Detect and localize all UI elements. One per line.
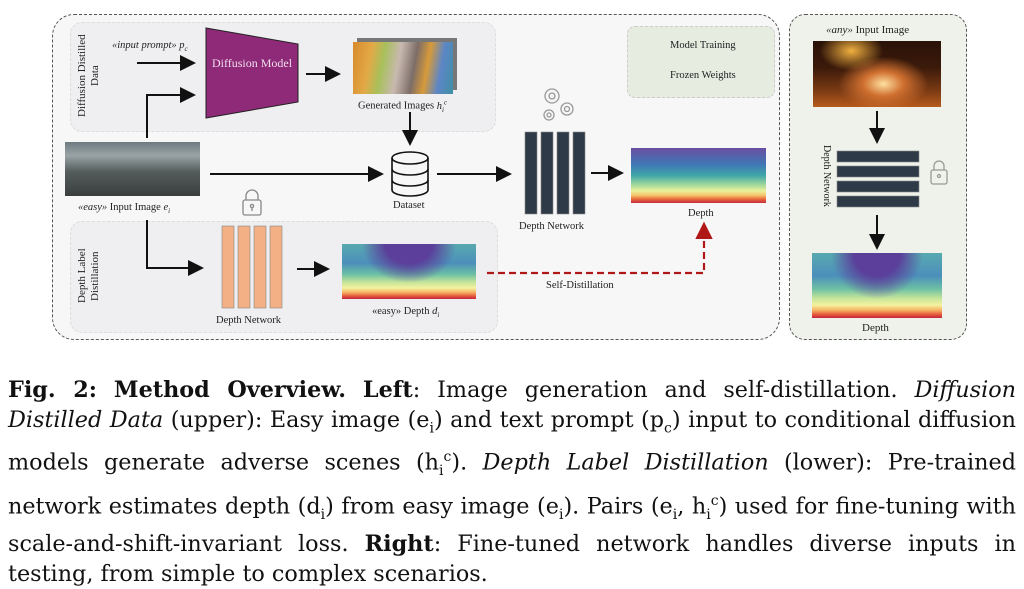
caption-text: (lower): Pre-trained network estimates d… (8, 449, 1017, 520)
caption-text: : Image generation and self-distillation… (412, 377, 915, 403)
dataset-label: Dataset (393, 200, 425, 211)
diagram-svg (137, 27, 948, 309)
caption-text: ) from easy image (e (325, 493, 559, 520)
easy-input-image (65, 142, 200, 196)
caption-title: Method Overview. (113, 377, 346, 403)
generated-images (353, 42, 453, 94)
caption-italic-dl: Depth Label Distillation (482, 449, 769, 476)
diffusion-model-shape (205, 27, 299, 119)
caption-text: ) used for fine-tuning with scale-and-sh… (8, 493, 1016, 558)
caption-text: ). Pairs (e (563, 493, 673, 520)
caption-text: ) input to conditional diffusion models … (8, 406, 1016, 476)
right-network-label: Depth Network (821, 145, 832, 207)
right-depth-label: Depth (862, 322, 889, 334)
right-depth-map (812, 253, 942, 318)
trained-depth-network (524, 131, 586, 215)
caption-text: ). (451, 449, 483, 476)
depth-output-map (631, 148, 766, 203)
legend-model-training: Model Training (670, 40, 736, 51)
easy-depth-map (342, 244, 476, 299)
self-distillation-arrow (487, 221, 713, 275)
trained-network-label: Depth Network (519, 221, 585, 232)
easy-input-label: «easy» Input Image ei (78, 202, 171, 216)
depth-output-label: Depth (688, 208, 714, 219)
caption-italic-dd: Diffusion Distilled Data (8, 377, 1017, 433)
caption-text: (upper): Easy image (e (163, 406, 430, 433)
figure-caption: Fig. 2: Method Overview. Left: Image gen… (8, 377, 1017, 587)
legend (627, 26, 775, 98)
diffusion-model-label: Diffusion Model (211, 56, 293, 70)
any-input-image (813, 41, 941, 107)
easy-to-diffusion-arrow (146, 87, 196, 138)
input-prompt-label: «input prompt» pc (112, 40, 188, 54)
caption-left-label: Left (362, 377, 413, 403)
legend-frozen-weights: Frozen Weights (670, 70, 736, 81)
right-lock-icon (930, 160, 948, 185)
easy-depth-label: «easy» Depth di (372, 306, 440, 320)
database-icon (391, 151, 429, 197)
any-input-label: «any» Input Image (826, 24, 910, 36)
easy-to-frozen-network-arrow (146, 220, 204, 276)
frozen-network-label: Depth Network (216, 315, 282, 326)
caption-text: ) and text prompt (p (433, 406, 665, 433)
caption-fig-label: Fig. 2: (8, 377, 97, 403)
frozen-depth-network (221, 225, 283, 309)
generated-images-label: Generated Images hic (358, 98, 448, 114)
gears-icon (543, 88, 574, 121)
right-depth-network (836, 150, 920, 208)
lock-icon (242, 189, 262, 216)
caption-right-label: Right (364, 531, 434, 558)
self-distillation-label: Self-Distillation (546, 280, 614, 291)
